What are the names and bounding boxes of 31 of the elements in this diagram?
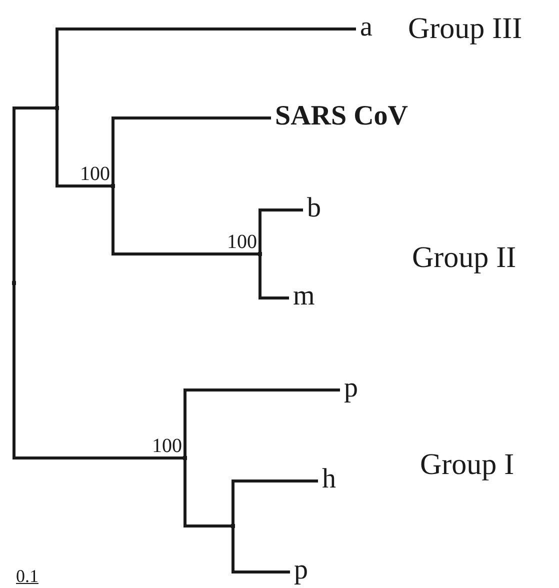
taxon-label: SARS CoV <box>275 102 408 131</box>
branch-node <box>111 184 115 188</box>
branch-node <box>55 106 59 110</box>
taxon-label: m <box>293 282 315 311</box>
bootstrap-value: 100 <box>227 232 257 252</box>
tree-branch <box>56 28 356 108</box>
bootstrap-value: 100 <box>152 436 182 456</box>
tree-branch <box>232 480 318 526</box>
scale-bar-label: 0.1 <box>16 567 38 585</box>
tree-branch <box>112 186 260 256</box>
branch-node <box>183 456 187 460</box>
taxon-label: p <box>344 374 358 403</box>
tree-branch <box>56 108 113 188</box>
group-label: Group III <box>408 14 522 44</box>
tree-branch <box>232 526 290 574</box>
taxon-label: a <box>360 14 372 42</box>
bootstrap-value: 100 <box>80 164 110 184</box>
taxon-label: b <box>307 194 321 223</box>
group-label: Group I <box>420 450 514 480</box>
taxon-label: p <box>294 556 308 585</box>
tree-branch <box>184 388 340 458</box>
tree-branch <box>258 208 303 254</box>
branch-node <box>231 524 235 528</box>
tree-branch <box>258 254 289 300</box>
taxon-label: h <box>322 466 336 494</box>
branch-node <box>258 252 262 256</box>
tree-branch <box>12 283 185 460</box>
tree-branch <box>184 458 233 528</box>
tree-branch <box>112 116 271 186</box>
group-label: Group II <box>412 243 516 273</box>
tree-branch <box>12 106 57 283</box>
